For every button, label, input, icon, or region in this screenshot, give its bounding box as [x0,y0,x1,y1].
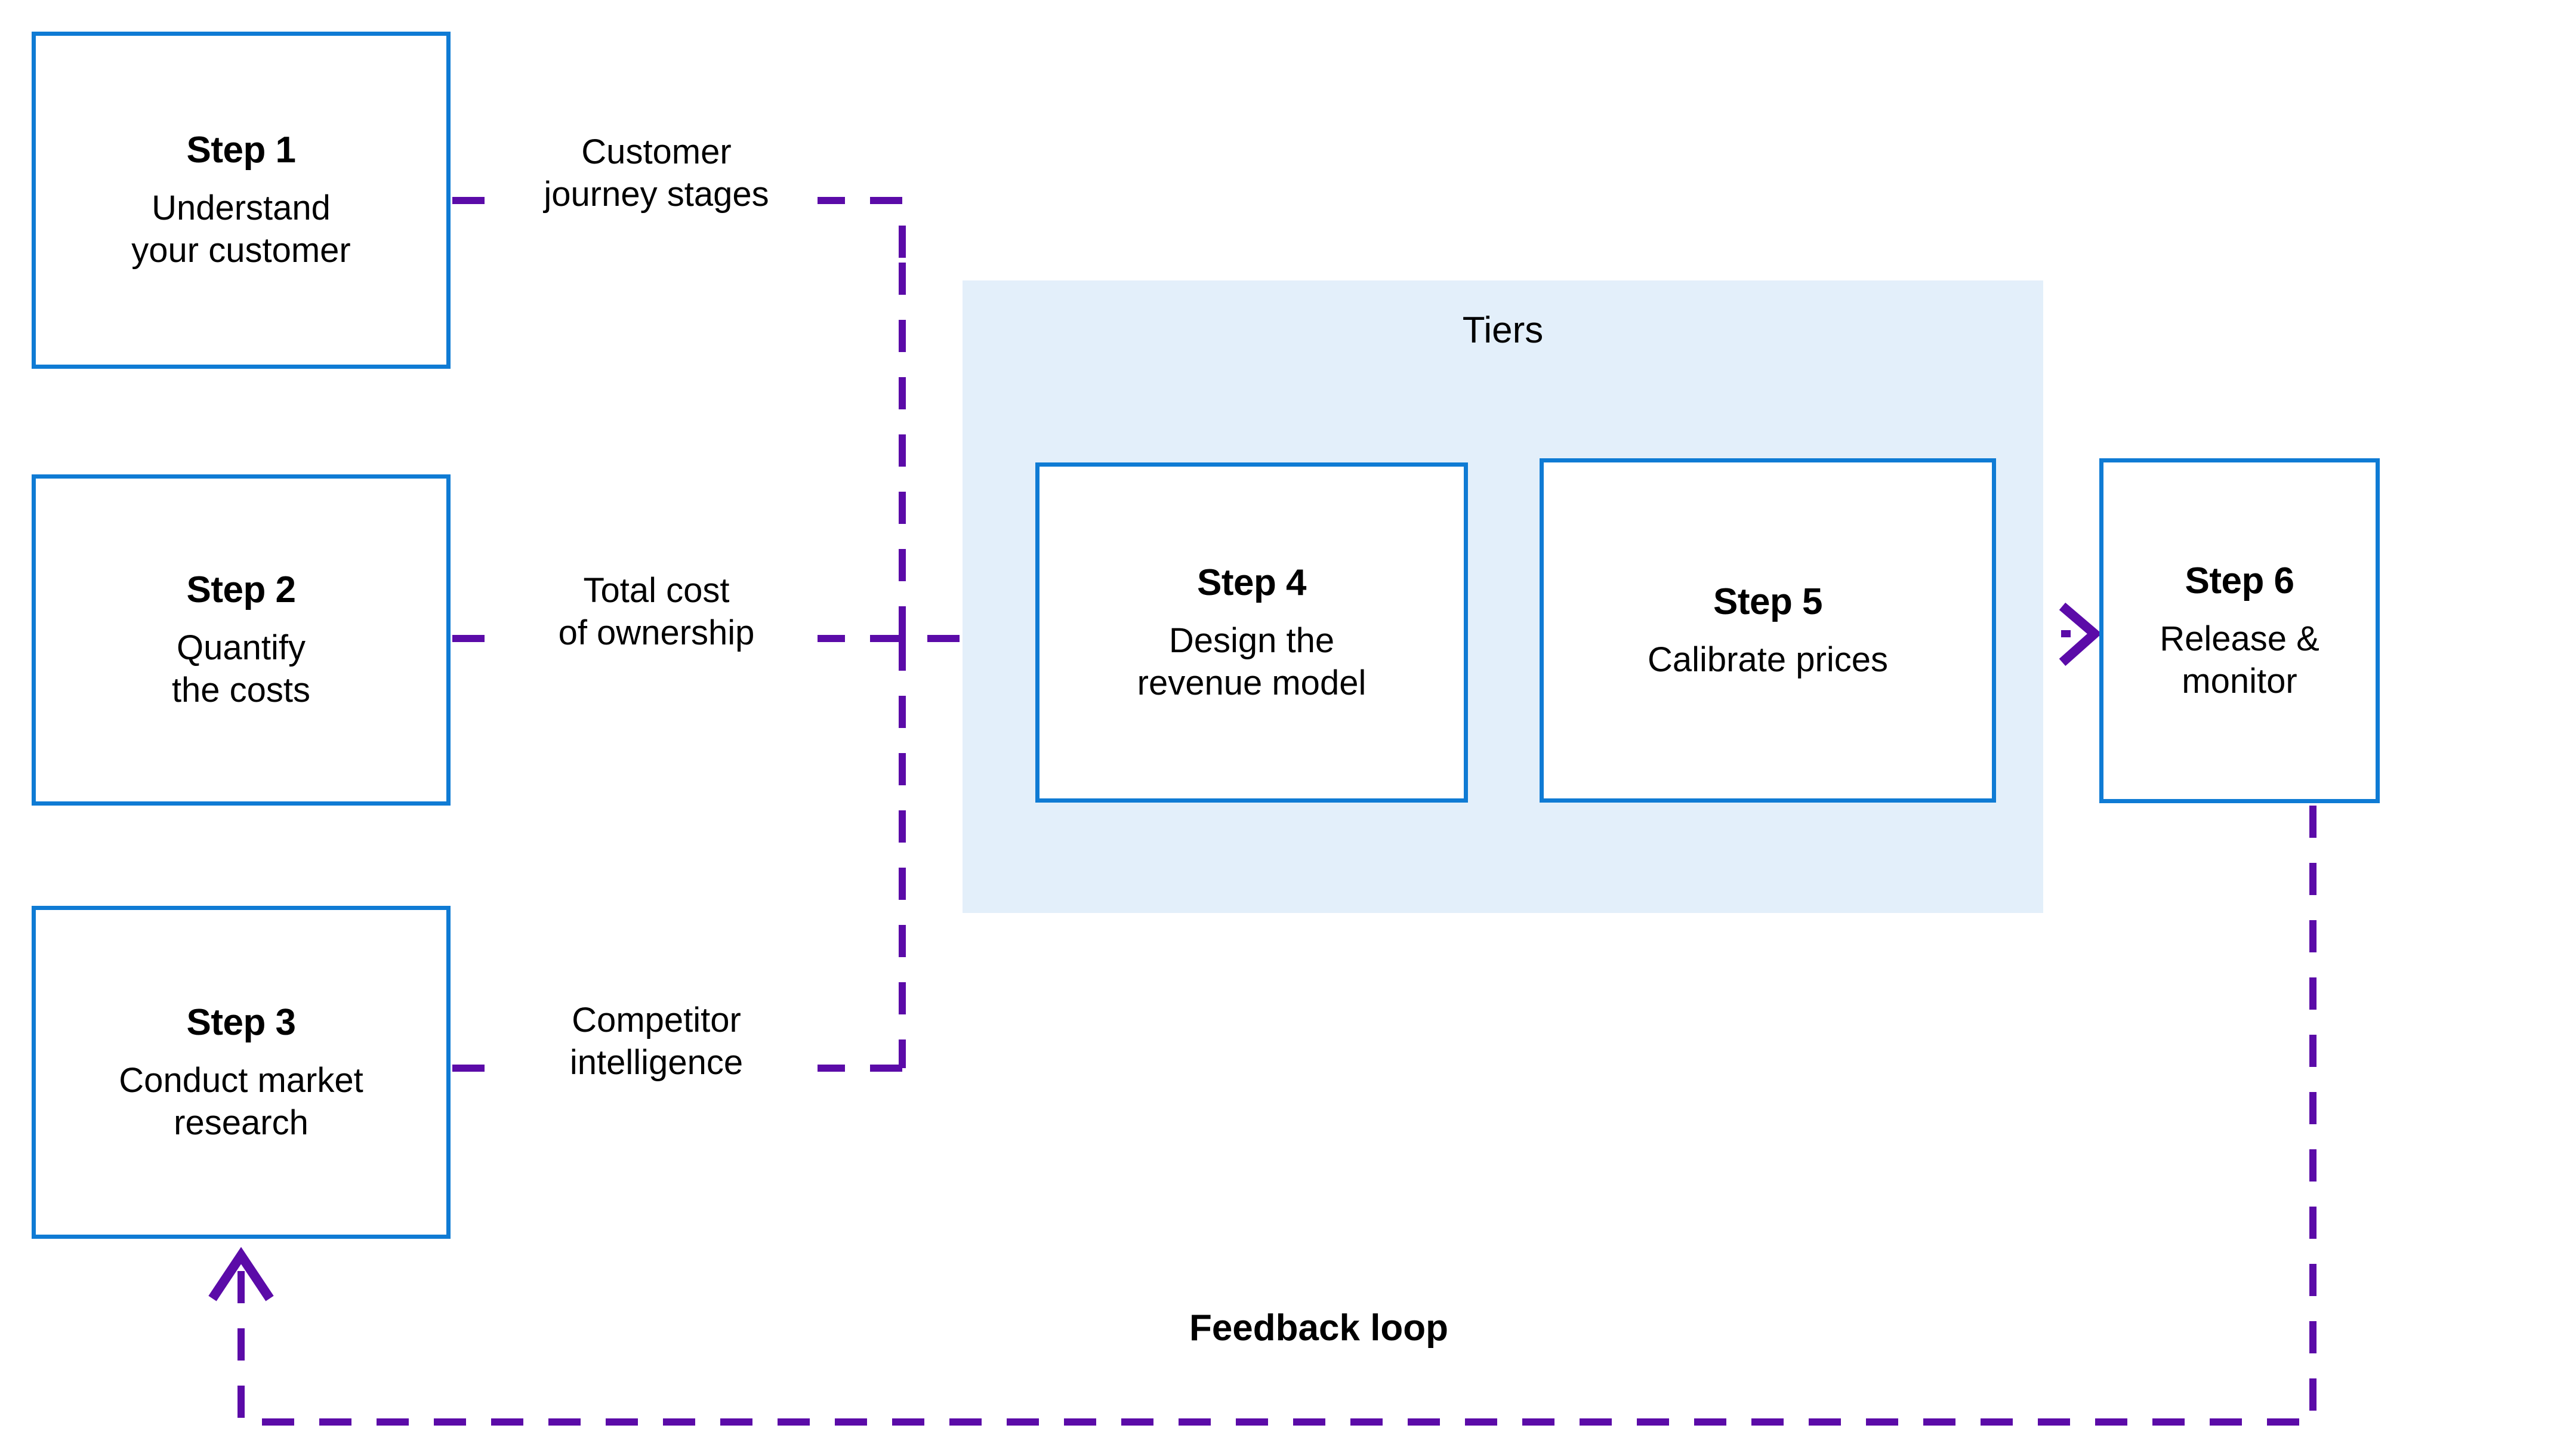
step-title: Step 4 [1196,562,1307,603]
tiers-band-label: Tiers [1462,310,1544,351]
step-box-step-1[interactable]: Step 1 Understand your customer [32,32,451,369]
step-box-step-4[interactable]: Step 4 Design the revenue model [1035,462,1468,803]
step-description: Quantify the costs [171,628,311,710]
step-description: Release & monitor [2160,619,2319,701]
step-title: Step 5 [1713,581,1823,622]
edge-label-competitor-intelligence: Competitor intelligence [495,1000,818,1084]
step-description: Understand your customer [131,189,351,270]
edge-label-feedback-loop: Feedback loop [1189,1307,1449,1349]
step-description: Calibrate prices [1648,640,1888,679]
step-description: Conduct market research [119,1060,363,1142]
step-description: Design the revenue model [1137,621,1367,702]
connector-step1-to-trunk-right [813,197,906,263]
step-box-step-6[interactable]: Step 6 Release & monitor [2099,458,2380,803]
connector-feedback-loop [237,806,2317,1426]
step-box-step-5[interactable]: Step 5 Calibrate prices [1540,458,1996,803]
edge-label-total-cost-of-ownership: Total cost of ownership [495,570,818,655]
step-box-step-2[interactable]: Step 2 Quantify the costs [32,474,451,806]
arrowhead-to-step3 [208,1247,274,1301]
step-title: Step 6 [2185,560,2294,601]
step-box-step-3[interactable]: Step 3 Conduct market research [32,906,451,1239]
edge-label-customer-journey-stages: Customer journey stages [495,131,818,216]
step-title: Step 3 [186,1001,296,1043]
step-title: Step 1 [186,129,296,171]
step-title: Step 2 [186,569,296,611]
arrowhead-to-step6 [2059,602,2102,666]
